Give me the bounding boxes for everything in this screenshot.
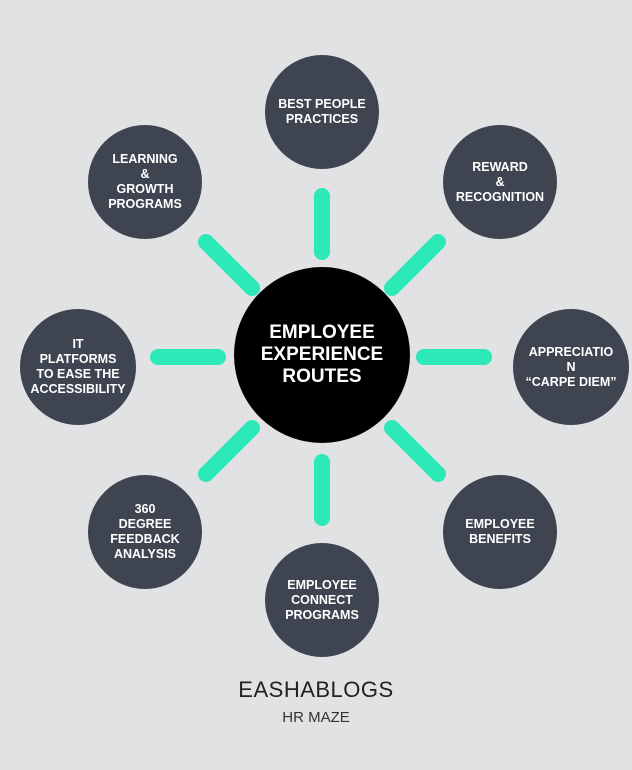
node-learning-growth: LEARNING & GROWTH PROGRAMS xyxy=(88,125,202,239)
connector-top-right xyxy=(384,234,446,296)
node-it-platforms: IT PLATFORMS TO EASE THE ACCESSIBILITY xyxy=(20,309,136,425)
brand-subtitle: HR MAZE xyxy=(282,709,350,726)
center-hub: EMPLOYEE EXPERIENCE ROUTES xyxy=(234,267,410,443)
connector-top-left xyxy=(198,234,260,296)
connector-bottom-left xyxy=(198,420,260,482)
node-360-feedback: 360 DEGREE FEEDBACK ANALYSIS xyxy=(88,475,202,589)
brand-name: EASHABLOGS xyxy=(238,677,394,702)
connector-bottom-right xyxy=(384,420,446,482)
node-appreciation: APPRECIATIO N “CARPE DIEM” xyxy=(513,309,629,425)
node-employee-connect: EMPLOYEE CONNECT PROGRAMS xyxy=(265,543,379,657)
node-reward-recognition: REWARD & RECOGNITION xyxy=(443,125,557,239)
node-best-people-practices: BEST PEOPLE PRACTICES xyxy=(265,55,379,169)
node-employee-benefits: EMPLOYEE BENEFITS xyxy=(443,475,557,589)
